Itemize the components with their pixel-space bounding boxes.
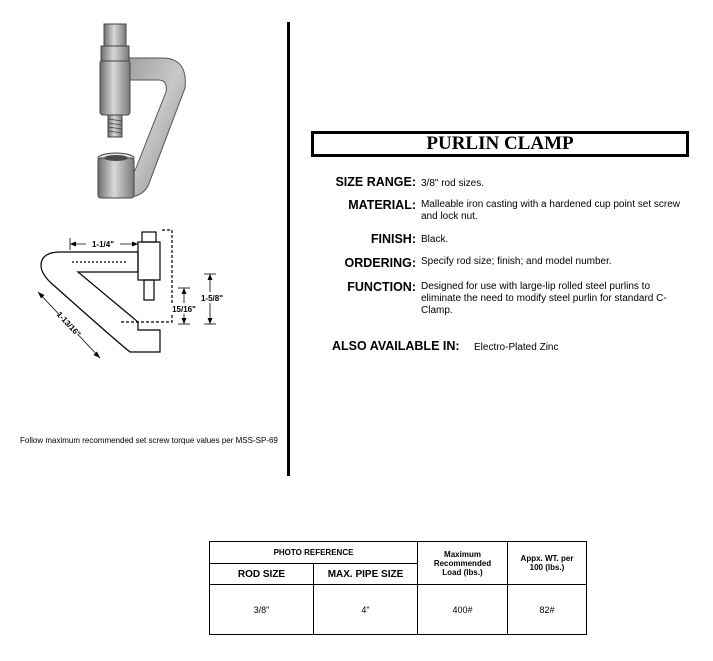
spec-value-finish: Black. [421,234,449,245]
spec-value-size-range: 3/8" rod sizes. [421,178,485,189]
dim-diagonal: 1-13/16" [55,310,83,339]
dim-width: 1-1/4" [92,240,114,249]
load-cell: 400# [417,584,508,635]
spec-value-ordering: Specify rod size; finish; and model numb… [421,256,612,267]
also-available-label: ALSO AVAILABLE IN: [332,339,460,353]
vertical-divider [287,22,290,476]
dimension-drawing: 1-1/4" 1-5/8" 15/16" 1-13/16" [37,229,223,359]
photo-reference-header: PHOTO REFERENCE [209,541,418,564]
spec-value-function: Designed for use with large-lip rolled s… [421,281,667,316]
weight-cell: 82# [507,584,587,635]
rod-size-cell: 3/8" [209,584,314,635]
spec-label-function: FUNCTION: [347,280,416,294]
max-load-header: Maximum Recommended Load (lbs.) [417,541,508,585]
dim-height: 1-5/8" [201,294,223,303]
spec-label-material: MATERIAL: [348,198,416,212]
spec-label-finish: FINISH: [370,232,416,246]
max-pipe-header: MAX. PIPE SIZE [313,563,418,585]
spec-label-ordering: ORDERING: [344,256,416,270]
product-title: PURLIN CLAMP [311,131,689,157]
weight-header: Appx. WT. per 100 (lbs.) [507,541,587,585]
table-row: 3/8" 4" 400# 82# [209,584,587,635]
torque-note: Follow maximum recommended set screw tor… [20,436,278,445]
max-pipe-cell: 4" [313,584,418,635]
also-available-value: Electro-Plated Zinc [474,342,559,353]
product-photo [97,23,186,199]
spec-label-size-range: SIZE RANGE: [335,175,416,189]
spec-table: PHOTO REFERENCE Maximum Recommended Load… [209,541,587,635]
rod-size-header: ROD SIZE [209,563,314,585]
dim-gap: 15/16" [172,305,196,314]
spec-value-material: Malleable iron casting with a hardened c… [421,199,681,222]
